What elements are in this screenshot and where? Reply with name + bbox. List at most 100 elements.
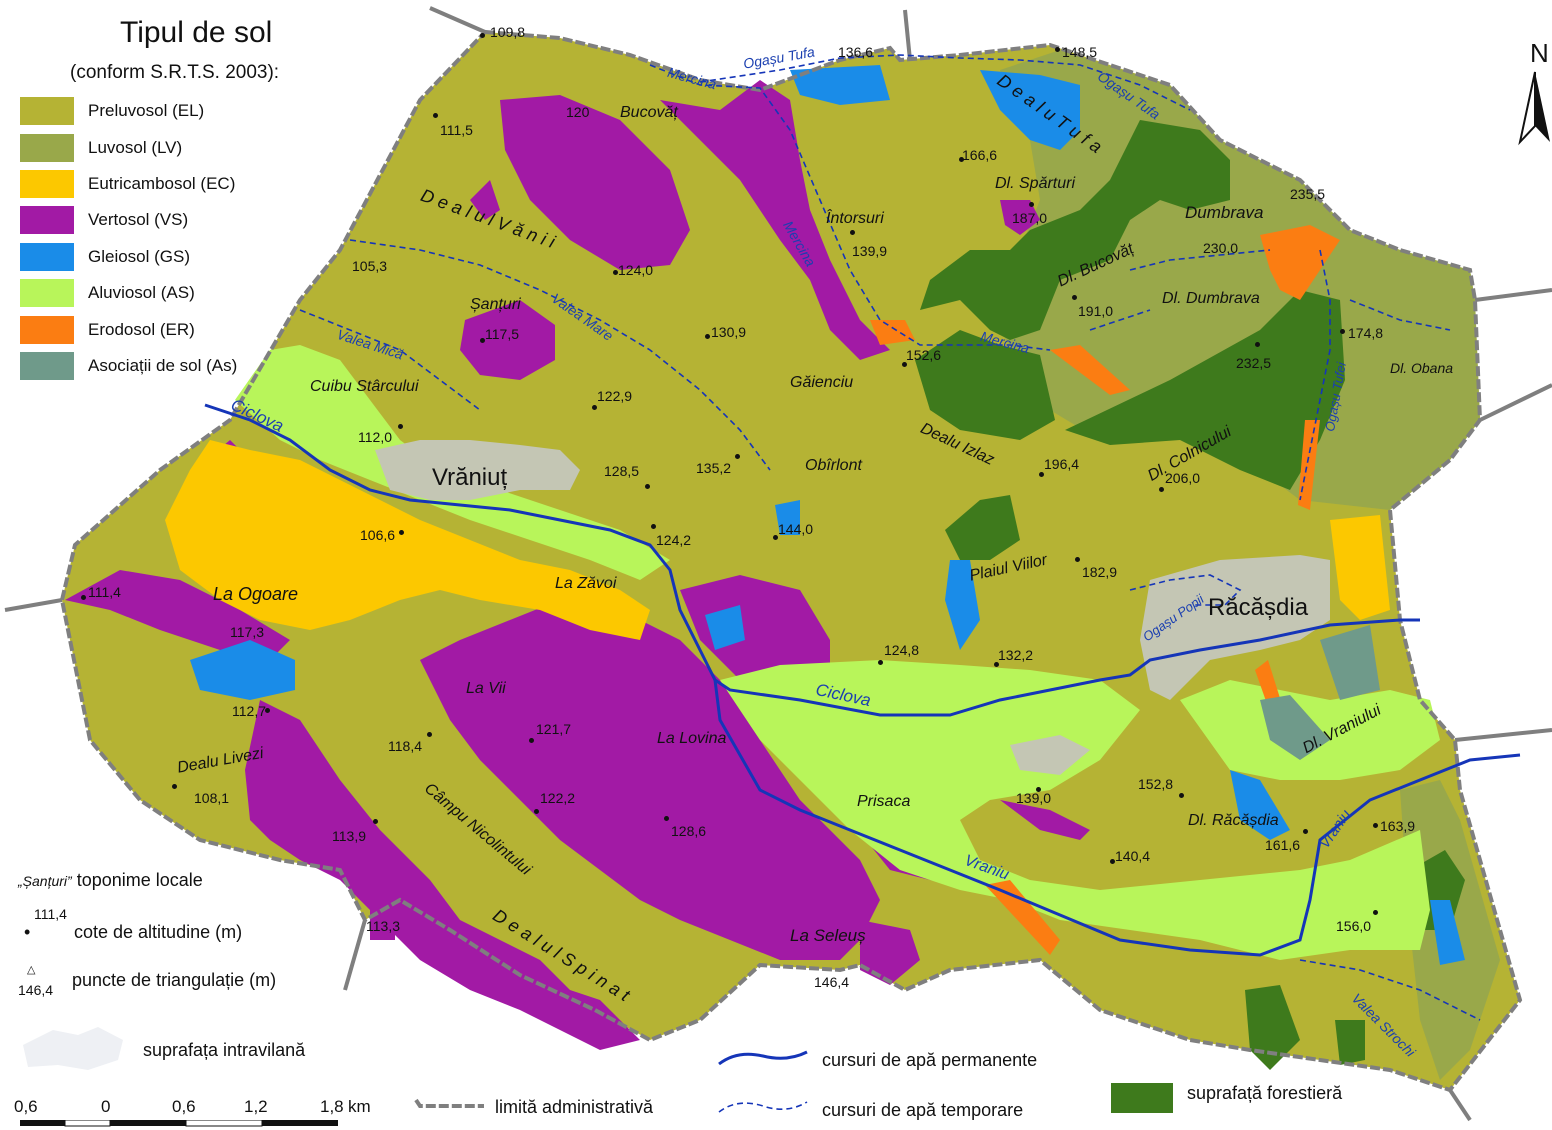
trig-example: 146,4 bbox=[18, 982, 54, 998]
elevation-dot bbox=[1340, 329, 1345, 334]
elevation-label: 128,5 bbox=[604, 463, 640, 479]
elevation-label: 161,6 bbox=[1265, 837, 1301, 853]
region-vertosol-small bbox=[470, 180, 500, 220]
region-vertosol-santuri bbox=[460, 300, 555, 380]
legend-swatch bbox=[20, 315, 74, 344]
elevation-label: 140,4 bbox=[1115, 848, 1151, 864]
scale-tick-2: 0,6 bbox=[172, 1097, 196, 1116]
elevation-label: 111,5 bbox=[440, 122, 473, 138]
elevation-dot bbox=[613, 270, 618, 275]
elevation-dot bbox=[1075, 557, 1080, 562]
place-dl-sparturi: Dl. Spărturi bbox=[995, 175, 1076, 192]
river-mercina bbox=[649, 64, 1051, 351]
elevation-label: 135,2 bbox=[696, 460, 732, 476]
elevation-dot bbox=[959, 157, 964, 162]
region-erodosol-2 bbox=[1298, 420, 1320, 510]
elevation-label: 118,4 bbox=[388, 738, 422, 754]
elevation-dot bbox=[480, 338, 485, 343]
region-vertosol-sw bbox=[245, 700, 640, 1050]
elevation-label: 108,1 bbox=[194, 790, 230, 806]
elevation-dot bbox=[1159, 487, 1164, 492]
legend-swatch bbox=[20, 206, 74, 235]
elevation-dot bbox=[81, 595, 86, 600]
north-letter: N bbox=[1530, 38, 1549, 68]
river-valea-mare bbox=[349, 239, 771, 471]
place-dl-obana: Dl. Obana bbox=[1390, 360, 1454, 376]
legend-label: Aluviosol (AS) bbox=[88, 283, 195, 303]
forest-swatch bbox=[1111, 1083, 1173, 1113]
elevation-label: 120 bbox=[566, 104, 590, 120]
toponym-label: toponime locale bbox=[76, 870, 203, 890]
legend-label: Gleiosol (GS) bbox=[88, 246, 191, 266]
elevation-dot bbox=[399, 530, 404, 535]
elevation-label: 124,2 bbox=[656, 532, 692, 548]
place-la-lovina: La Lovina bbox=[657, 730, 727, 747]
trig-label: puncte de triangulație (m) bbox=[72, 970, 277, 990]
elevation-label: 130,9 bbox=[711, 324, 747, 340]
region-aluviosol-main bbox=[720, 660, 1430, 960]
elevation-label: 235,5 bbox=[1290, 186, 1326, 202]
elevation-label: 166,6 bbox=[962, 147, 998, 163]
legend-label: Erodosol (ER) bbox=[88, 319, 195, 339]
place-vraniut: Vrăniuț bbox=[432, 464, 508, 491]
elevation-label: 230,0 bbox=[1203, 240, 1239, 256]
elevation-dot bbox=[433, 113, 438, 118]
scale-tick-3: 1,2 bbox=[244, 1097, 268, 1116]
region-erodosol-4 bbox=[1050, 345, 1130, 395]
place-la-zavoi: La Zăvoi bbox=[555, 575, 617, 592]
legend-label: Vertosol (VS) bbox=[88, 210, 189, 230]
river-vraniu bbox=[713, 679, 1521, 957]
region-gleiosol-2 bbox=[980, 70, 1080, 150]
elevation-dot bbox=[1255, 342, 1260, 347]
elevation-dot bbox=[1373, 910, 1378, 915]
river-ogasu-tufa bbox=[699, 54, 1191, 111]
elevation-label: 105,3 bbox=[352, 258, 388, 274]
elevation-label: 148,5 bbox=[1062, 44, 1098, 60]
region-vertosol-seleus2 bbox=[860, 920, 920, 985]
place-prisaca: Prisaca bbox=[857, 793, 911, 810]
elevation-label: 232,5 bbox=[1236, 355, 1272, 371]
elevation-dot bbox=[651, 524, 656, 529]
place-racasdia: Răcășdia bbox=[1208, 594, 1309, 621]
region-forest-2 bbox=[1065, 290, 1345, 490]
elevation-dot bbox=[1039, 472, 1044, 477]
region-gleiosol-5 bbox=[775, 500, 800, 535]
elevation-label: 128,6 bbox=[671, 823, 707, 839]
legend-label: Asociații de sol (As) bbox=[88, 355, 238, 375]
legend-item-erodosol: Erodosol (ER) bbox=[20, 311, 237, 347]
elev-label: cote de altitudine (m) bbox=[74, 922, 243, 942]
elevation-dot bbox=[1055, 47, 1060, 52]
legend-title: Tipul de sol bbox=[120, 16, 273, 49]
elevation-dot bbox=[664, 816, 669, 821]
elevation-dot bbox=[773, 535, 778, 540]
legend-label: Eutricambosol (EC) bbox=[88, 173, 236, 193]
place-la-ogoare: La Ogoare bbox=[213, 584, 299, 604]
elevation-label: 124,8 bbox=[884, 642, 920, 658]
admin-boundary bbox=[59, 29, 1523, 1093]
region-erodosol-3 bbox=[985, 880, 1060, 955]
elevation-label: 196,4 bbox=[1044, 456, 1080, 472]
elevation-dot bbox=[373, 819, 378, 824]
admin-label: limită administrativă bbox=[495, 1097, 654, 1117]
permanent-water-icon bbox=[718, 1050, 808, 1066]
region-asociatii-1 bbox=[1320, 625, 1380, 700]
region-vertosol-bucovat bbox=[660, 80, 890, 360]
elevation-label: 112,7 bbox=[232, 703, 266, 719]
river-ogasu-popii bbox=[1129, 574, 1242, 606]
temporary-water-icon bbox=[718, 1101, 808, 1113]
legend-list: Preluvosol (EL) Luvosol (LV) Eutricambos… bbox=[20, 93, 237, 384]
region-vertosol-139 bbox=[1000, 800, 1090, 840]
elevation-dot bbox=[735, 454, 740, 459]
scale-tick-1: 0 bbox=[101, 1097, 111, 1116]
intravilan-swatch bbox=[23, 1027, 123, 1070]
region-gleiosol-6 bbox=[945, 560, 980, 650]
elevation-dot bbox=[265, 708, 270, 713]
scale-bar bbox=[20, 1120, 338, 1127]
elevation-dot bbox=[1029, 202, 1034, 207]
region-asociatii-2 bbox=[1260, 695, 1330, 760]
region-forest-6 bbox=[1245, 985, 1300, 1070]
legend-label: Luvosol (LV) bbox=[88, 137, 183, 157]
region-forest-3 bbox=[915, 330, 1055, 440]
elevation-dot bbox=[1110, 859, 1115, 864]
